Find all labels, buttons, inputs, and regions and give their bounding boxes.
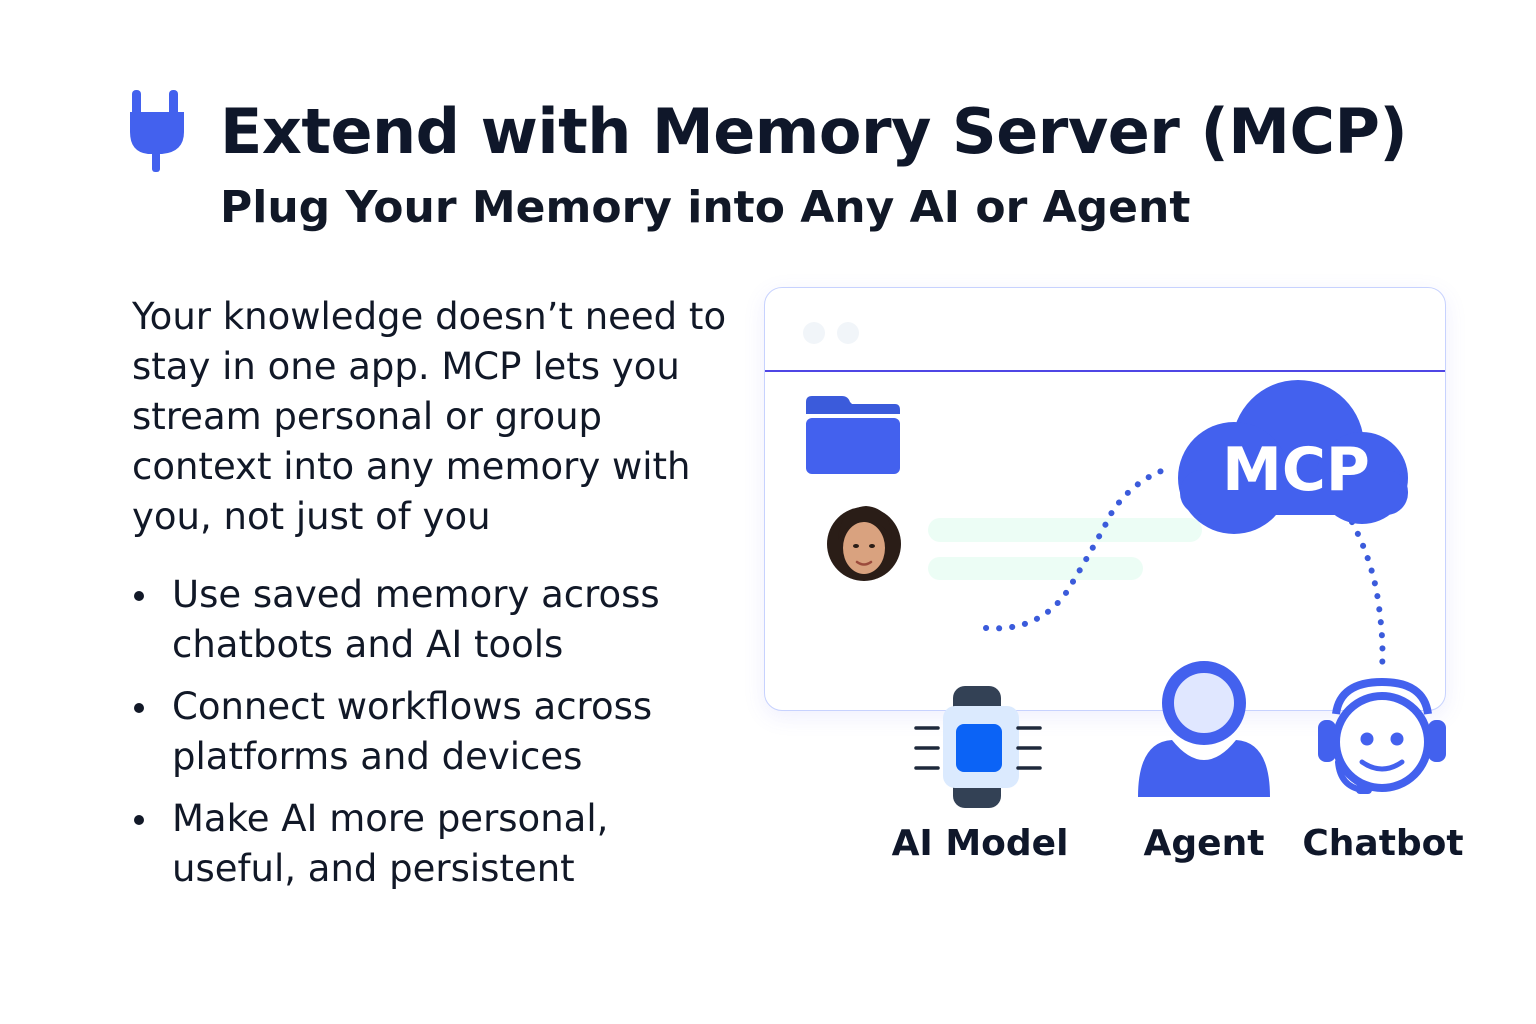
cloud-label: MCP xyxy=(1222,435,1370,505)
window-control-dot xyxy=(837,322,859,344)
text-placeholder-bar xyxy=(928,518,1202,542)
benefit-item: Connect workflows across platforms and d… xyxy=(132,682,732,782)
benefit-item: Make AI more personal, useful, and persi… xyxy=(132,794,732,894)
dotted-connector xyxy=(983,467,1167,632)
benefit-text: Make AI more personal, useful, and persi… xyxy=(172,797,609,890)
text-placeholder-bar xyxy=(928,557,1143,580)
folder-icon xyxy=(806,396,900,474)
bullet-dot xyxy=(134,591,144,601)
ai-model-label: AI Model xyxy=(891,823,1069,864)
cloud-icon xyxy=(1178,380,1408,534)
benefit-text: Use saved memory across chatbots and AI … xyxy=(172,573,660,666)
benefit-item: Use saved memory across chatbots and AI … xyxy=(132,570,732,670)
benefit-list: Use saved memory across chatbots and AI … xyxy=(132,570,732,906)
benefit-text: Connect workflows across platforms and d… xyxy=(172,685,653,778)
page-title: Extend with Memory Server (MCP) xyxy=(220,95,1408,168)
agent-label: Agent xyxy=(1143,823,1265,864)
bullet-dot xyxy=(134,703,144,713)
avatar xyxy=(827,506,901,581)
intro-paragraph: Your knowledge doesn’t need to stay in o… xyxy=(132,295,727,538)
chatbot-headset-icon xyxy=(1318,677,1446,794)
plug-icon xyxy=(130,90,184,172)
chip-icon xyxy=(914,686,1042,808)
window-divider xyxy=(765,370,1445,372)
bullet-dot xyxy=(134,815,144,825)
chatbot-label: Chatbot xyxy=(1302,823,1464,864)
window-control-dot xyxy=(803,322,825,344)
person-icon xyxy=(1138,661,1270,797)
page-subtitle: Plug Your Memory into Any AI or Agent xyxy=(220,182,1191,233)
dotted-connector xyxy=(1349,519,1386,671)
